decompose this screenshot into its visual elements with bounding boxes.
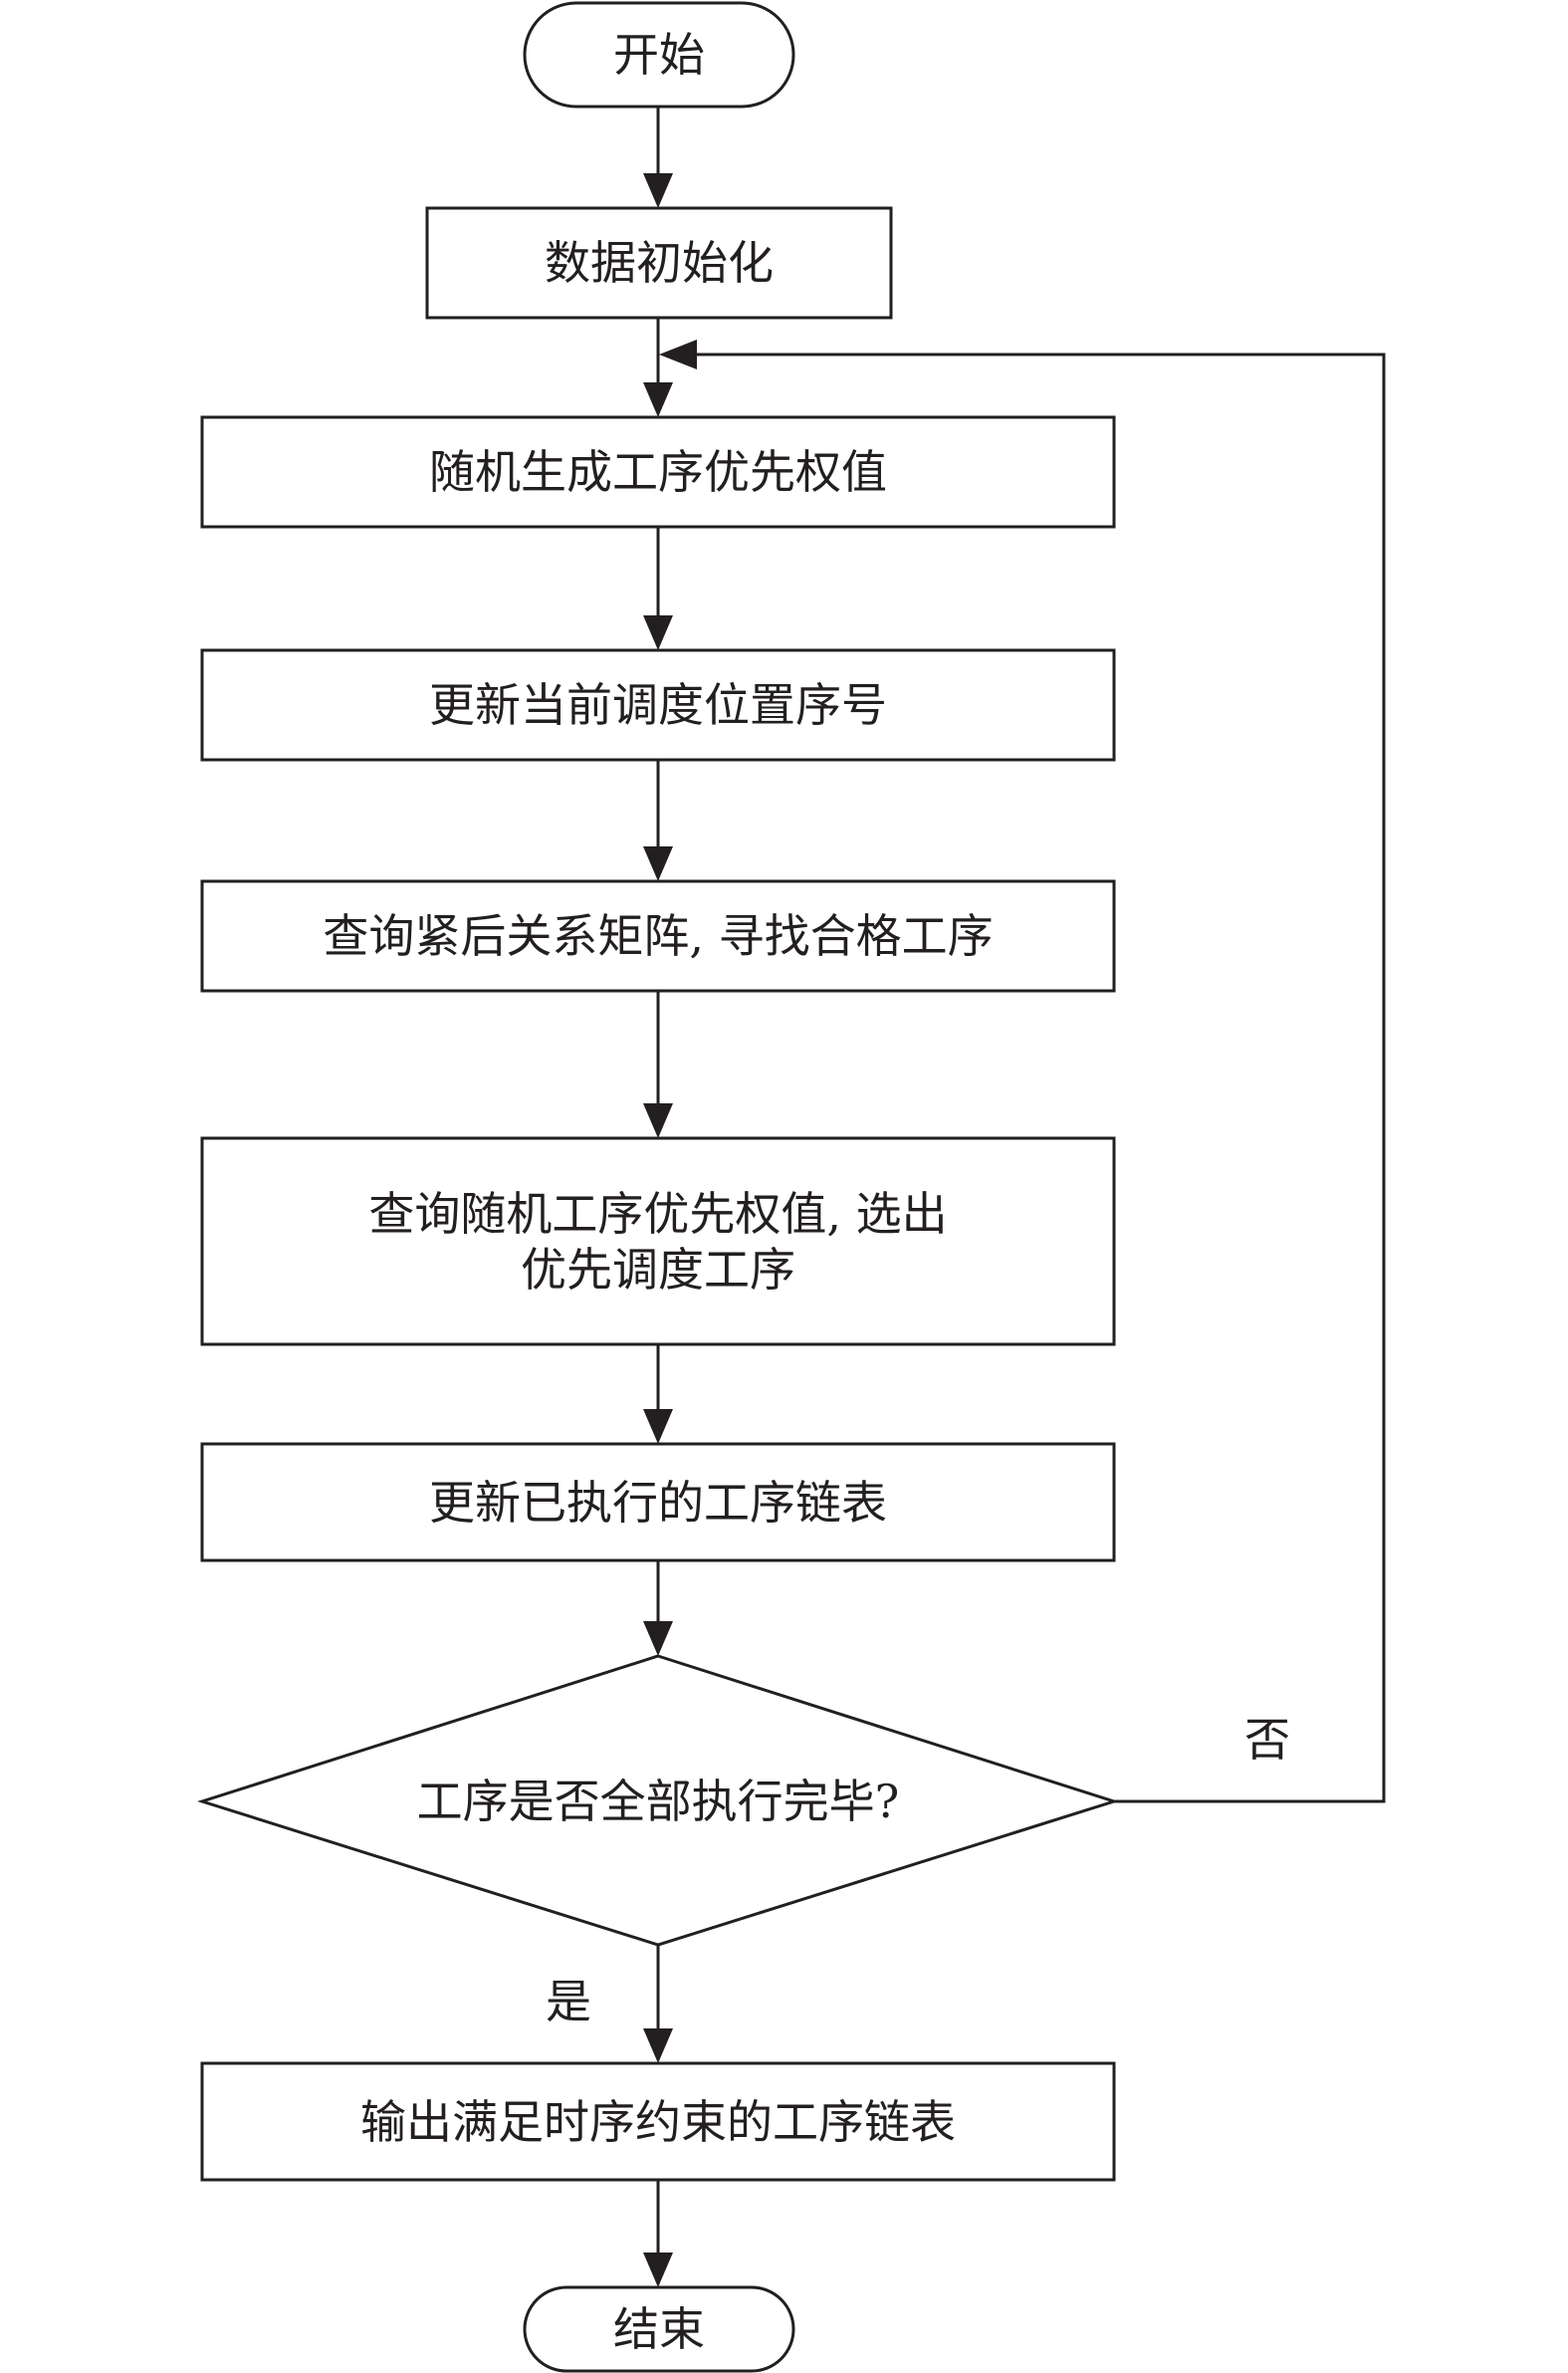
query-successor-label: 查询紧后关系矩阵, 寻找合格工序	[323, 909, 994, 963]
arrowhead	[643, 846, 673, 881]
connector-generate-to-update	[643, 527, 673, 650]
arrowhead	[643, 615, 673, 650]
start-label: 开始	[613, 28, 705, 82]
query-weights-label-line1: 查询随机工序优先权值, 选出	[368, 1186, 948, 1241]
connector-decision-to-output	[643, 1945, 673, 2063]
arrowhead	[643, 2253, 673, 2287]
arrowhead	[643, 2028, 673, 2063]
decision-label: 工序是否全部执行完毕?	[416, 1775, 900, 1828]
arrowhead	[659, 340, 697, 369]
connector-list-to-decision	[643, 1560, 673, 1656]
update-position-label: 更新当前调度位置序号	[429, 678, 887, 732]
arrowhead	[643, 382, 673, 417]
arrowhead	[643, 173, 673, 208]
data-init-label: 数据初始化	[545, 236, 774, 290]
connector-query-to-weights	[643, 991, 673, 1138]
connector-output-to-end	[643, 2180, 673, 2287]
connector-update-to-query	[643, 760, 673, 881]
arrowhead	[643, 1409, 673, 1444]
query-weights-label-line2: 优先调度工序	[521, 1242, 795, 1297]
generate-weights-label: 随机生成工序优先权值	[429, 445, 887, 499]
update-list-label: 更新已执行的工序链表	[429, 1475, 887, 1530]
connector-start-to-init	[643, 107, 673, 208]
query-weights-label: 查询随机工序优先权值, 选出 优先调度工序	[202, 1138, 1114, 1344]
yes-branch-label: 是	[546, 1975, 591, 2028]
arrowhead	[643, 1103, 673, 1138]
connector-weights-to-list	[643, 1344, 673, 1444]
box-output	[200, 2061, 1116, 2182]
end-label: 结束	[613, 2302, 705, 2356]
arrowhead	[643, 1621, 673, 1656]
box-data-init	[425, 206, 893, 320]
box-update-position	[200, 648, 1116, 762]
connector-init-to-generate	[643, 318, 673, 417]
connector-loop-back	[659, 340, 1386, 1803]
no-branch-label: 否	[1244, 1713, 1290, 1767]
end-terminator	[523, 2285, 795, 2373]
output-label: 输出满足时序约束的工序链表	[360, 2094, 956, 2149]
